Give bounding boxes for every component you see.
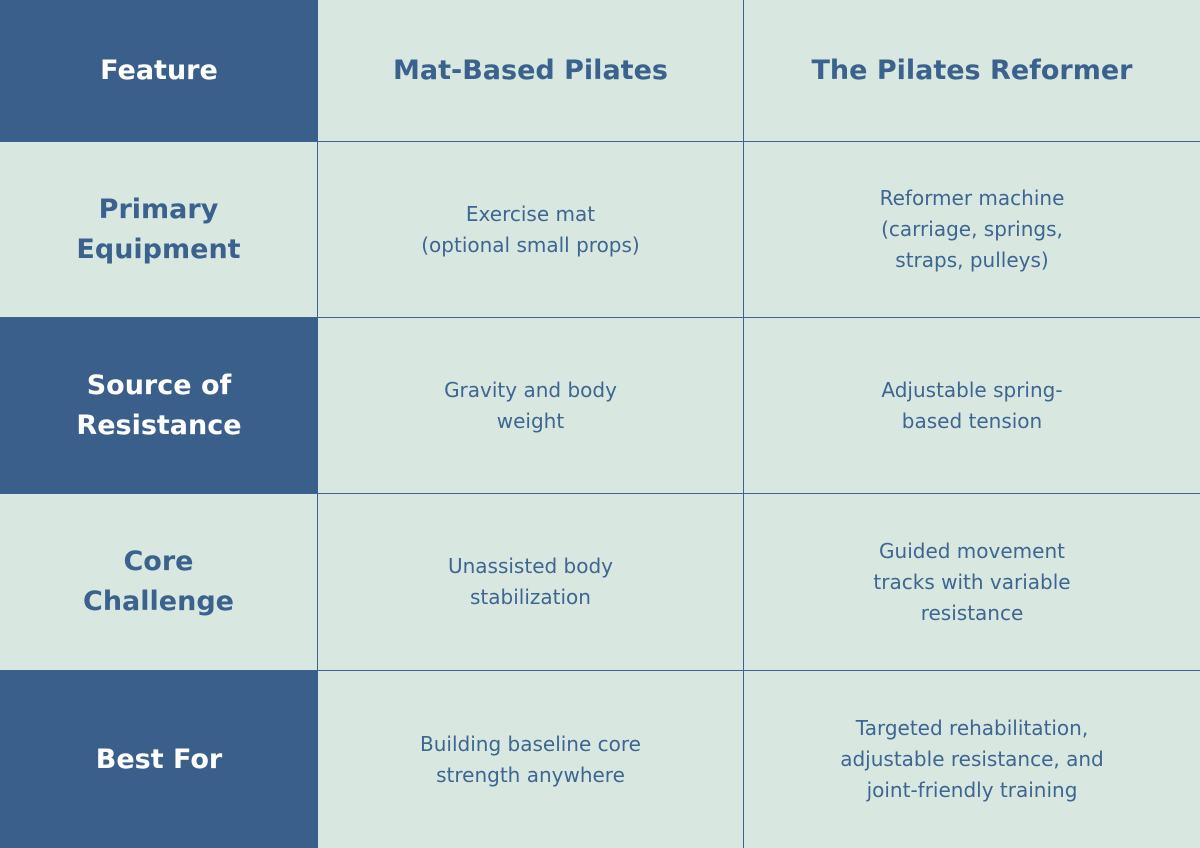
row-mat-text: Building baseline core strength anywhere (420, 731, 641, 787)
row-feature-cell: Core Challenge (0, 494, 318, 671)
row-reformer-cell: Guided movement tracks with variable res… (744, 494, 1200, 671)
header-reformer-cell: The Pilates Reformer (744, 0, 1200, 142)
row-feature-label: Source of Resistance (76, 369, 242, 441)
row-reformer-text: Adjustable spring- based tension (881, 377, 1063, 433)
header-reformer-label: The Pilates Reformer (811, 55, 1133, 86)
header-mat-label: Mat-Based Pilates (393, 55, 668, 86)
header-feature-cell: Feature (0, 0, 318, 142)
row-feature-cell: Best For (0, 671, 318, 848)
row-reformer-text: Guided movement tracks with variable res… (873, 538, 1071, 625)
row-feature-label: Best For (95, 743, 223, 775)
row-reformer-text: Targeted rehabilitation, adjustable resi… (840, 716, 1104, 802)
row-feature-cell: Primary Equipment (0, 142, 318, 318)
row-mat-text: Unassisted body stabilization (447, 554, 614, 609)
row-feature-label: Primary Equipment (76, 193, 241, 265)
row-feature-cell: Source of Resistance (0, 318, 318, 494)
row-reformer-cell: Reformer machine (carriage, springs, str… (744, 142, 1200, 318)
row-mat-cell: Exercise mat (optional small props) (318, 142, 744, 318)
row-mat-cell: Building baseline core strength anywhere (318, 671, 744, 848)
row-reformer-text: Reformer machine (carriage, springs, str… (879, 186, 1065, 272)
row-reformer-cell: Adjustable spring- based tension (744, 318, 1200, 494)
header-feature-label: Feature (100, 54, 218, 86)
row-mat-text: Gravity and body weight (444, 377, 617, 433)
row-mat-cell: Unassisted body stabilization (318, 494, 744, 671)
row-reformer-cell: Targeted rehabilitation, adjustable resi… (744, 671, 1200, 848)
row-mat-text: Exercise mat (optional small props) (421, 201, 640, 257)
row-mat-cell: Gravity and body weight (318, 318, 744, 494)
header-mat-cell: Mat-Based Pilates (318, 0, 744, 142)
row-feature-label: Core Challenge (83, 546, 234, 617)
